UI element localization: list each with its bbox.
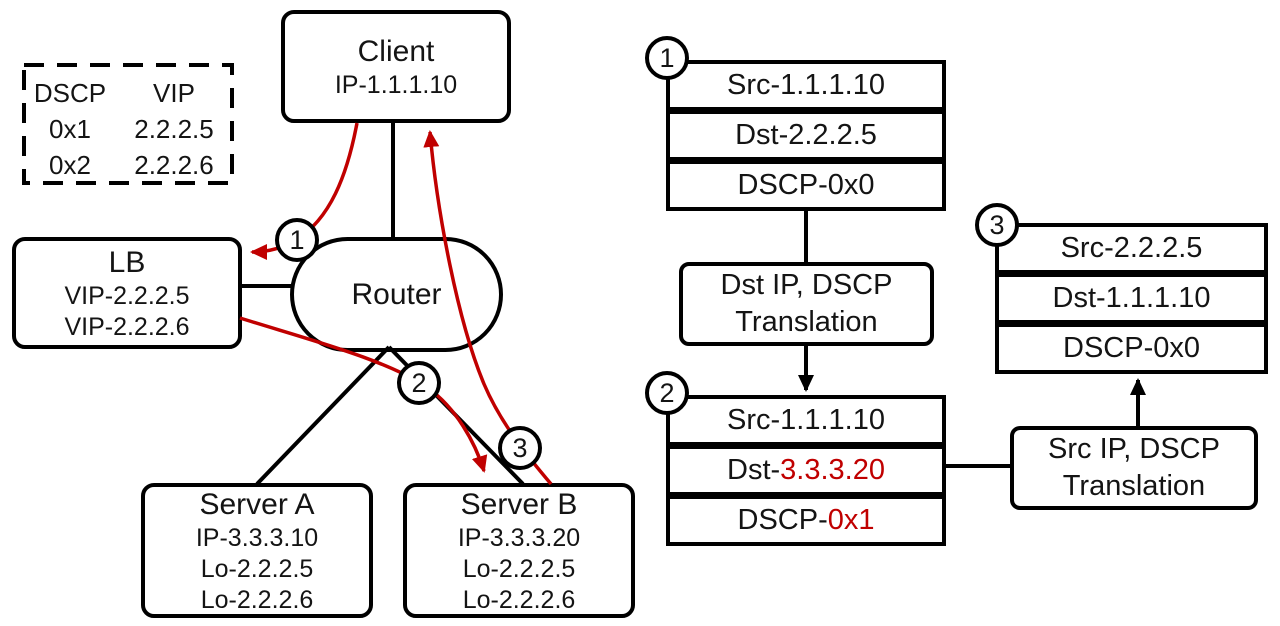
src-translation-line-2: Translation (1062, 470, 1206, 502)
packet-3-badge: 3 (975, 203, 1019, 247)
router-title: Router (351, 278, 442, 311)
server-a-lo-2: Lo-2.2.2.6 (200, 585, 314, 614)
packet-3-dscp-row: DSCP-0x0 (995, 323, 1268, 374)
step-marker-2: 2 (397, 361, 441, 405)
packet-2: Src-1.1.1.10 Dst-3.3.3.20 DSCP-0x1 (666, 395, 946, 546)
server-b-ip: IP-3.3.3.20 (457, 523, 581, 552)
server-a-lo-1: Lo-2.2.2.5 (200, 554, 314, 583)
packet-1-src-row: Src-1.1.1.10 (666, 60, 946, 111)
packet-2-src-row: Src-1.1.1.10 (666, 395, 946, 446)
packet-3: Src-2.2.2.5 Dst-1.1.1.10 DSCP-0x0 (995, 223, 1268, 374)
step-marker-3: 3 (498, 426, 542, 470)
table-header-vip: VIP (153, 78, 195, 108)
server-b-node: Server B IP-3.3.3.20 Lo-2.2.2.5 Lo-2.2.2… (403, 483, 635, 618)
src-translation-line-1: Src IP, DSCP (1048, 433, 1220, 465)
packet-1-dscp-row: DSCP-0x0 (666, 160, 946, 211)
packet-1: Src-1.1.1.10 Dst-2.2.2.5 DSCP-0x0 (666, 60, 946, 211)
client-ip: IP-1.1.1.10 (334, 70, 458, 99)
server-a-node: Server A IP-3.3.3.10 Lo-2.2.2.5 Lo-2.2.2… (141, 483, 373, 618)
dst-translation-line-1: Dst IP, DSCP (720, 269, 893, 301)
packet-2-badge: 2 (645, 371, 689, 415)
step-marker-1: 1 (275, 218, 319, 262)
load-balancer-node: LB VIP-2.2.2.5 VIP-2.2.2.6 (12, 237, 242, 349)
router-node: Router (290, 237, 503, 352)
client-node: Client IP-1.1.1.10 (281, 10, 511, 123)
server-b-lo-1: Lo-2.2.2.5 (462, 554, 576, 583)
table-cell-dscp: 0x1 (49, 114, 91, 144)
packet-2-dst-row: Dst-3.3.3.20 (666, 445, 946, 496)
client-title: Client (357, 34, 435, 68)
dst-translation-box: Dst IP, DSCP Translation (679, 262, 934, 346)
packet-3-dst-row: Dst-1.1.1.10 (995, 273, 1268, 324)
table-cell-vip: 2.2.2.6 (134, 150, 214, 180)
lb-title: LB (108, 245, 146, 279)
packet-1-dst-row: Dst-2.2.2.5 (666, 110, 946, 161)
dscp-vip-mapping-table: DSCP VIP 0x1 2.2.2.5 0x2 2.2.2.6 (22, 63, 234, 185)
lb-vip-2: VIP-2.2.2.6 (64, 312, 190, 341)
lb-vip-1: VIP-2.2.2.5 (64, 281, 190, 310)
server-a-title: Server A (199, 487, 315, 521)
server-b-lo-2: Lo-2.2.2.6 (462, 585, 576, 614)
src-translation-box: Src IP, DSCP Translation (1010, 426, 1258, 510)
server-b-title: Server B (460, 487, 578, 521)
packet-2-dscp-row: DSCP-0x1 (666, 495, 946, 546)
table-cell-vip: 2.2.2.5 (134, 114, 214, 144)
server-a-ip: IP-3.3.3.10 (195, 523, 319, 552)
table-header-dscp: DSCP (33, 78, 107, 108)
packet-1-badge: 1 (645, 36, 689, 80)
packet-3-src-row: Src-2.2.2.5 (995, 223, 1268, 274)
link-router-server-a (255, 345, 391, 486)
dst-translation-line-2: Translation (735, 306, 878, 338)
table-cell-dscp: 0x2 (49, 150, 91, 180)
